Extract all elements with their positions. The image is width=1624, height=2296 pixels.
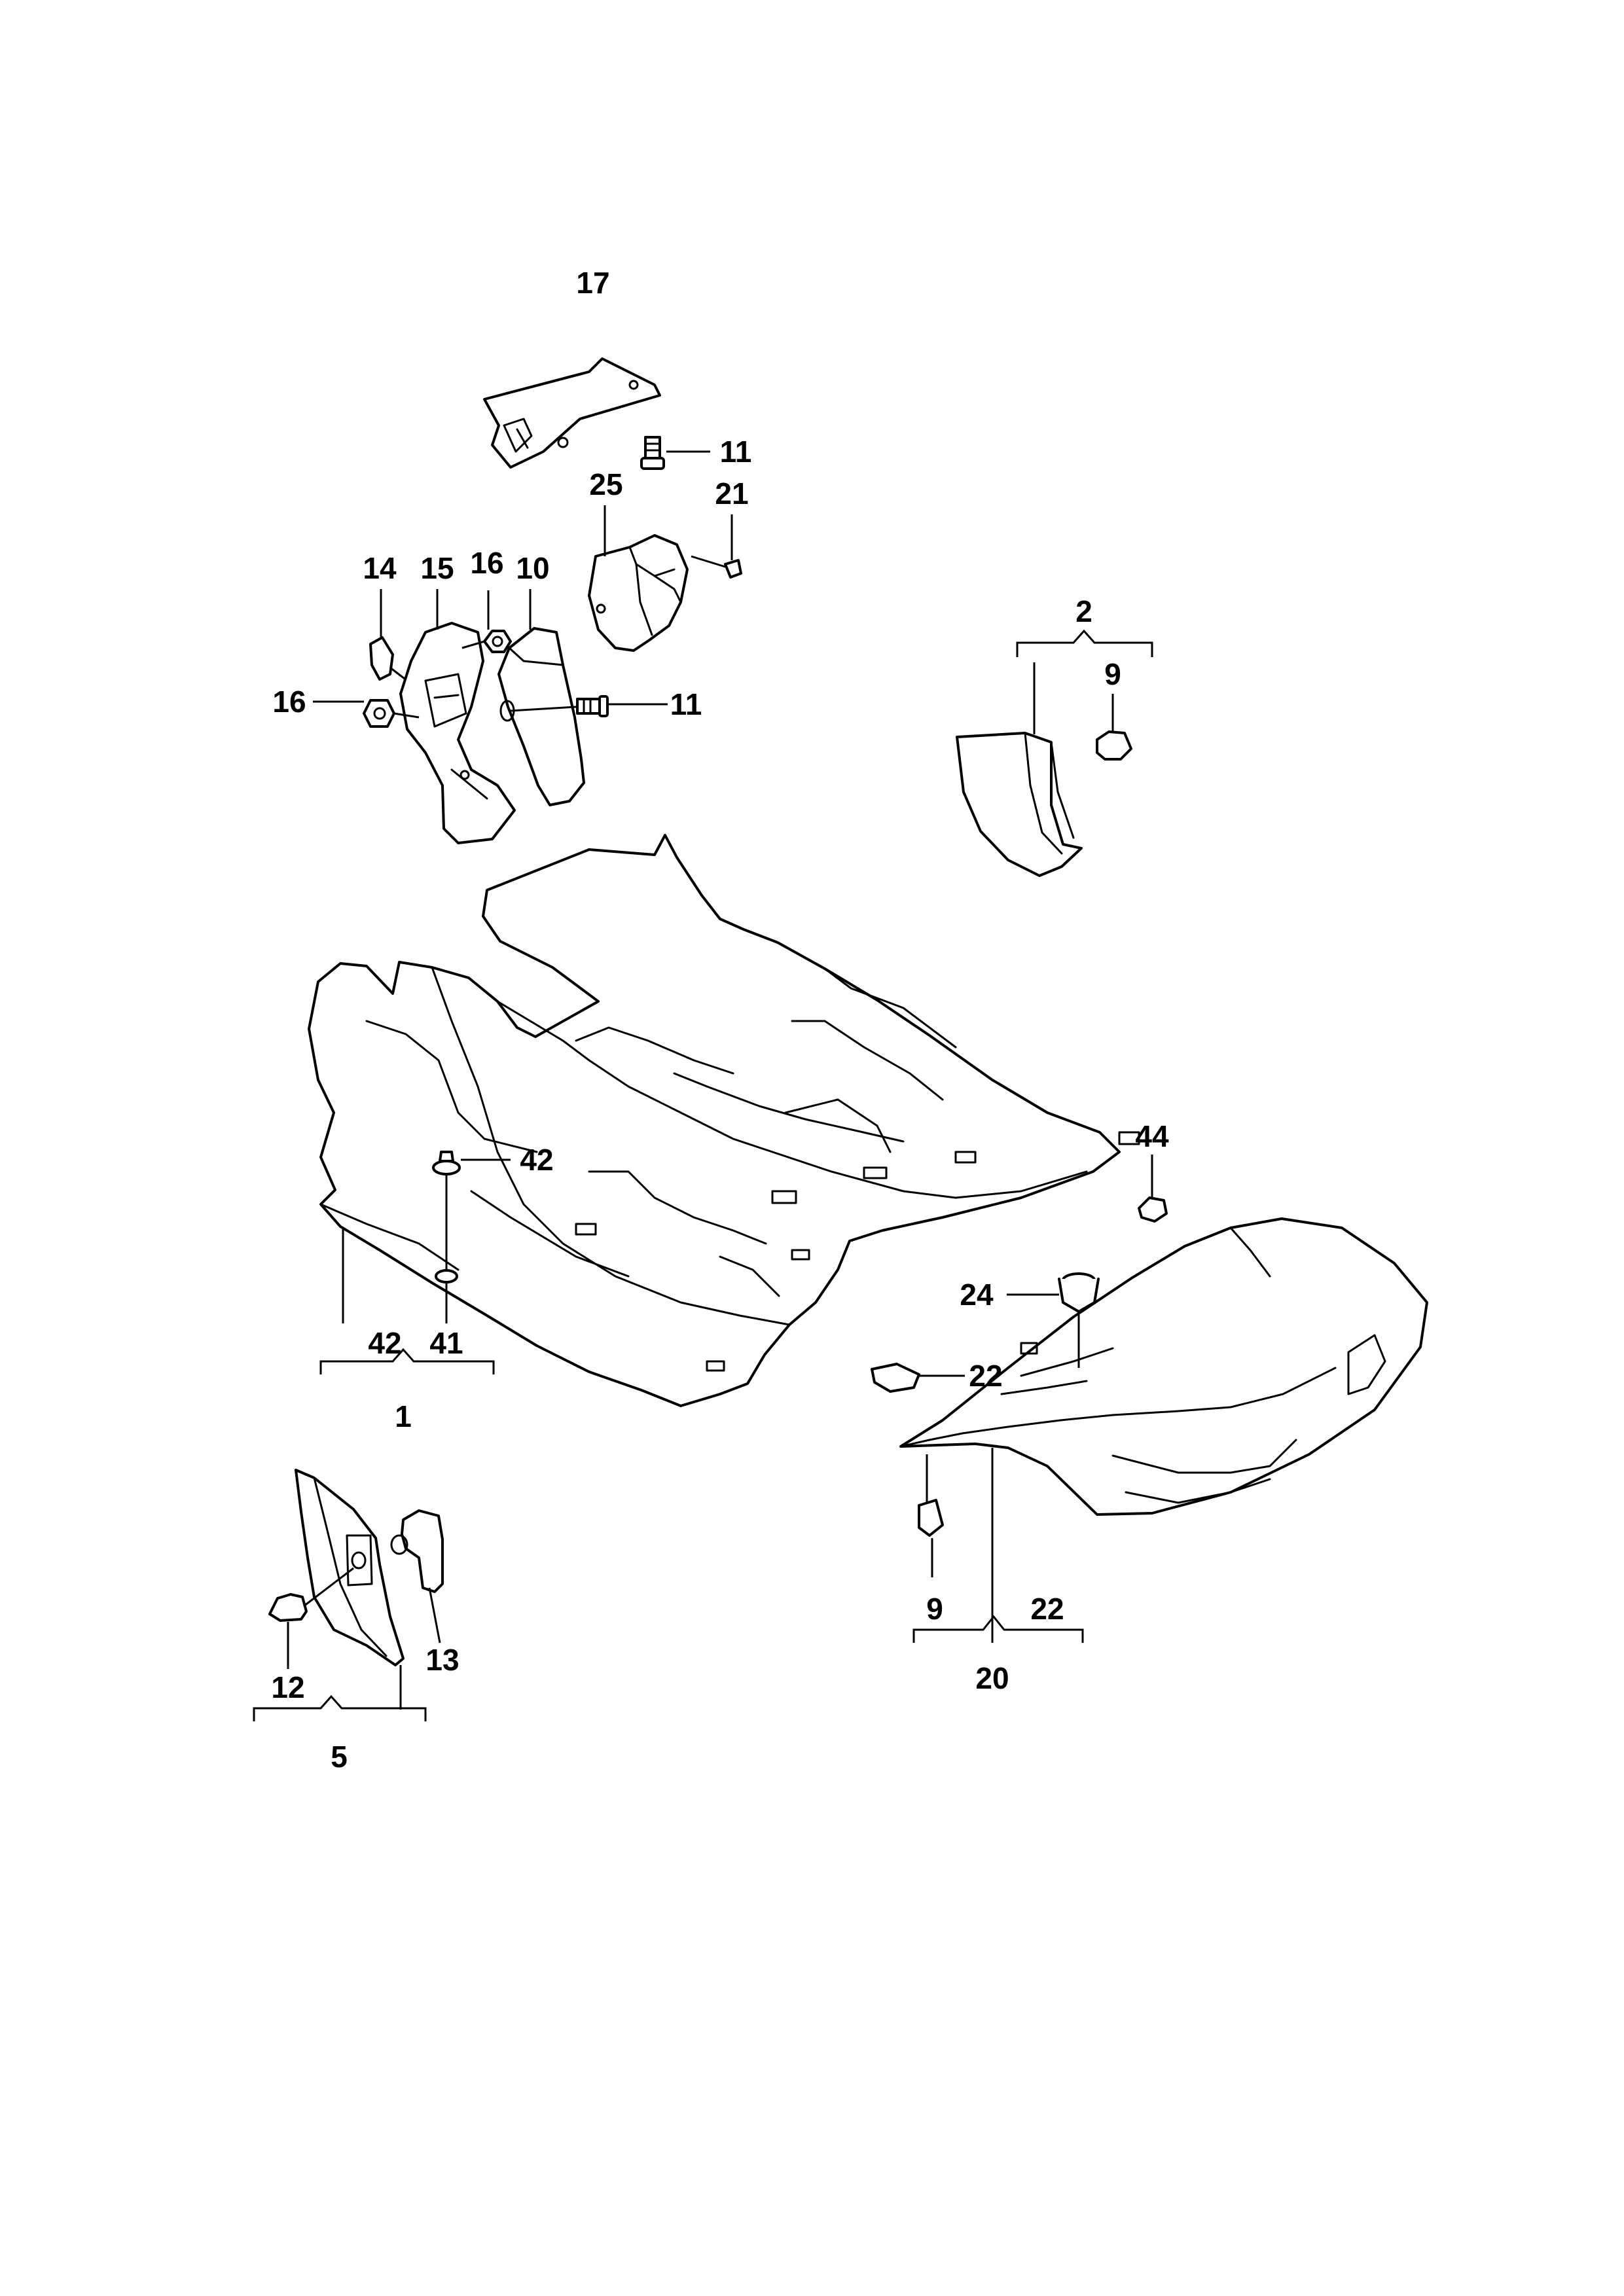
part-1-floor-carpet — [308, 834, 1121, 1407]
callout-41: 41 — [429, 1326, 463, 1360]
clip-9-bottom — [918, 1448, 994, 1643]
callout-24: 24 — [960, 1278, 994, 1312]
callout-11-mid: 11 — [670, 687, 702, 721]
brace-5 — [253, 1695, 427, 1721]
screw-11-mid — [510, 695, 668, 717]
callout-5: 5 — [331, 1740, 348, 1774]
clip-9-right — [1096, 694, 1132, 761]
callout-12: 12 — [271, 1670, 304, 1704]
callout-10: 10 — [516, 551, 549, 585]
callout-17: 17 — [576, 266, 609, 300]
clip-42-right — [432, 1151, 511, 1270]
callout-22-bottom: 22 — [1030, 1592, 1064, 1626]
clip-12 — [268, 1567, 354, 1669]
nut-16-left — [313, 699, 420, 728]
grommet-41 — [342, 1228, 458, 1323]
callout-2: 2 — [1075, 594, 1092, 628]
part-14-clip — [369, 589, 408, 682]
cap-13 — [390, 1509, 444, 1643]
callout-14: 14 — [363, 551, 397, 585]
callout-9-right: 9 — [1104, 657, 1121, 691]
part-17-upper-shield — [483, 357, 661, 469]
callout-42-right: 42 — [520, 1143, 553, 1177]
part-10-panel — [497, 589, 585, 806]
callout-22-mid: 22 — [969, 1359, 1002, 1393]
callout-44: 44 — [1135, 1119, 1169, 1153]
pad-22-mid — [871, 1363, 965, 1393]
clip-44 — [1138, 1155, 1168, 1223]
part-20-rear-cover — [899, 1131, 1428, 1516]
callout-20: 20 — [975, 1661, 1009, 1695]
callout-16-left: 16 — [272, 685, 306, 719]
brace-1 — [319, 1348, 495, 1374]
part-15-bracket — [399, 589, 516, 844]
callout-15: 15 — [420, 551, 454, 585]
callout-1: 1 — [395, 1399, 412, 1433]
nut-16-top — [461, 590, 512, 653]
screw-11-top — [640, 436, 710, 470]
callout-21: 21 — [715, 476, 748, 511]
callout-9-bottom: 9 — [926, 1592, 943, 1626]
callout-16-top: 16 — [470, 546, 503, 580]
plug-24 — [1007, 1272, 1100, 1368]
brace-20 — [912, 1615, 1084, 1643]
callout-11-top: 11 — [720, 435, 752, 469]
callout-25: 25 — [589, 467, 623, 501]
screw-21 — [691, 514, 742, 579]
callout-42-bottom: 42 — [368, 1326, 401, 1360]
part-25-cover — [588, 505, 689, 652]
part-5-side-trim — [295, 1469, 405, 1710]
callout-13: 13 — [425, 1643, 459, 1677]
part-2-side-trim — [956, 629, 1153, 877]
